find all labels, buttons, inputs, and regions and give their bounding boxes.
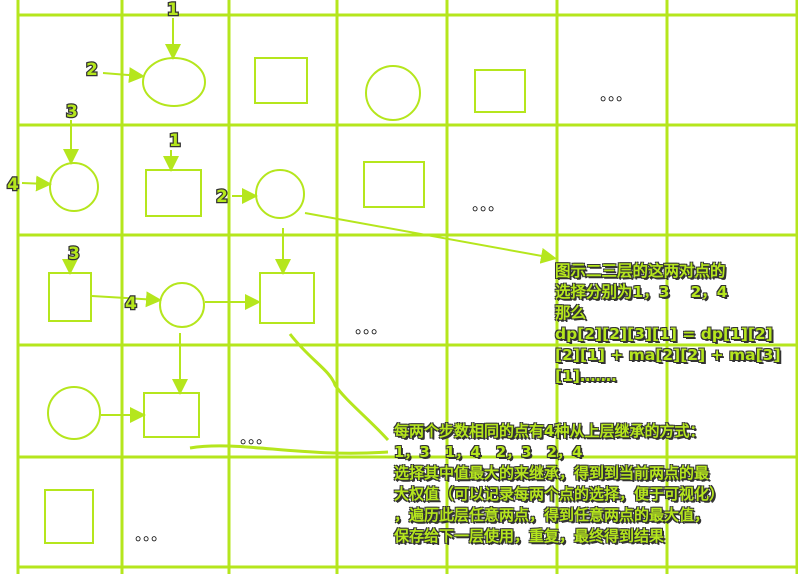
label-1: 1	[169, 131, 181, 151]
note-line: 那么	[555, 304, 587, 322]
ellipsis: 。。。	[135, 525, 167, 544]
note-line: 大权值（可以记录每两个点的选择，便于可视化）	[394, 485, 725, 503]
label-1: 1	[167, 0, 179, 20]
note-line: ，遍历此层任意两点，得到任意两点的最大值，	[394, 506, 710, 524]
label-2: 2	[86, 60, 98, 80]
label-4: 4	[7, 175, 19, 195]
ellipsis: 。。。	[355, 318, 387, 337]
node-circle	[49, 162, 99, 212]
node-ellipse	[142, 57, 206, 107]
grid-lines	[16, 0, 798, 574]
node-rect	[259, 272, 315, 324]
node-rect	[363, 161, 425, 208]
node-rect	[254, 57, 308, 104]
arrows	[21, 18, 557, 455]
note-line: 图示二三层的这两对点的	[555, 262, 726, 280]
node-circle	[255, 169, 305, 219]
step-labels: 1 2 3 4 1 2 3 4	[6, 0, 229, 315]
note-line: dp[2][2][3][1] = dp[1][2]	[555, 325, 773, 343]
node-circle	[365, 65, 421, 121]
node-rect	[48, 272, 92, 322]
note-line: 选择分别为1，3 2，4	[555, 283, 728, 301]
label-4: 4	[125, 294, 137, 314]
node-rect	[474, 69, 526, 113]
label-3: 3	[68, 244, 80, 264]
node-circle	[47, 386, 101, 440]
note-line: 每两个步数相同的点有4种从上层继承的方式：	[394, 422, 705, 440]
note-line: [2][1] + ma[2][2] + ma[3]	[555, 346, 781, 364]
ellipsis: 。。。	[472, 195, 504, 214]
node-rect	[145, 169, 202, 217]
note-line: [1]…….	[555, 367, 617, 385]
ellipsis: 。。。	[600, 85, 632, 104]
annotation-method: 每两个步数相同的点有4种从上层继承的方式： 1，3 1，4 2，3 2，4 选择其中…	[394, 400, 724, 568]
ellipsis: 。。。	[240, 428, 272, 447]
label-3: 3	[66, 102, 78, 122]
node-rect	[44, 489, 94, 544]
note-line: 选择其中值最大的来继承，得到到当前两点的最	[394, 464, 710, 482]
note-line: 1，3 1，4 2，3 2，4	[394, 443, 583, 461]
ellipses: 。。。 。。。 。。。 。。。 。。。	[135, 85, 632, 544]
annotation-dp-example: 图示二三层的这两对点的选择分别为1，3 2，4 那么 dp[2][2][3][1] …	[555, 240, 781, 408]
note-line: 保存给下一层使用，重复，最终得到结果	[394, 527, 665, 545]
label-2: 2	[216, 187, 228, 207]
node-rect	[143, 392, 200, 438]
node-circle	[159, 282, 205, 328]
